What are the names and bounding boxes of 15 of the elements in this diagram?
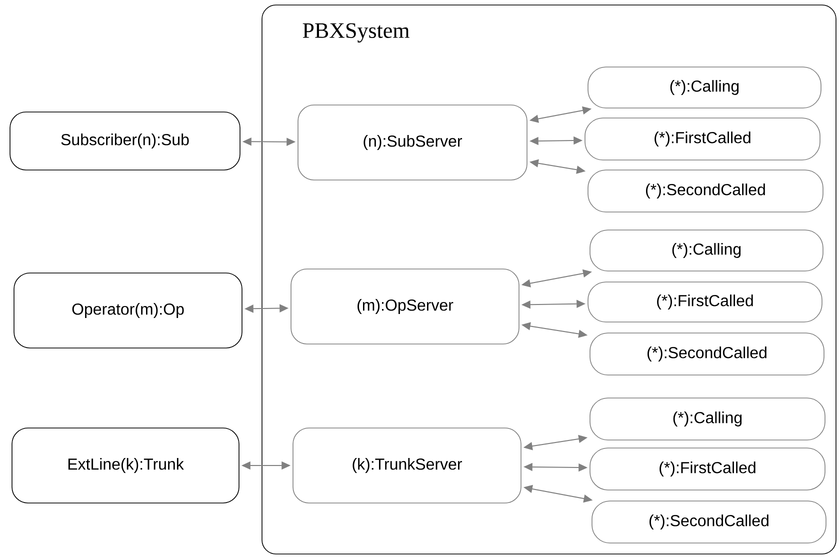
actor-box: Subscriber(n):Sub: [10, 112, 240, 170]
role-box: (*):FirstCalled: [590, 448, 826, 490]
role-box: (*):Calling: [590, 398, 826, 440]
role-box: (*):SecondCalled: [588, 170, 824, 212]
actor-box: Operator(m):Op: [14, 272, 242, 348]
actor-box: ExtLine(k):Trunk: [12, 428, 240, 504]
role-box: (*):FirstCalled: [588, 282, 822, 322]
server-box: (n):SubServer: [298, 104, 528, 180]
role-box: (*):SecondCalled: [592, 500, 826, 544]
role-box: (*):FirstCalled: [584, 118, 820, 160]
role-box: (*):SecondCalled: [590, 332, 824, 376]
role-box: (*):Calling: [588, 66, 822, 108]
role-box: (*):Calling: [590, 230, 824, 272]
server-box: (m):OpServer: [290, 268, 520, 344]
server-box: (k):TrunkServer: [292, 428, 522, 504]
